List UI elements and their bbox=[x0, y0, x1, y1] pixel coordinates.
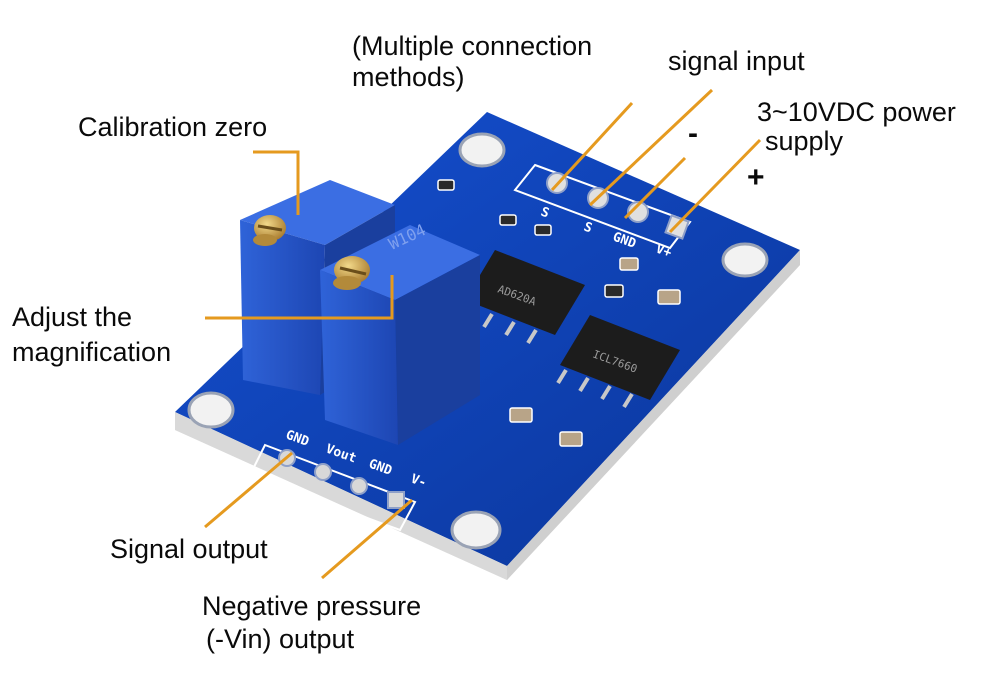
pcb-board bbox=[175, 112, 800, 580]
negative-line2: (-Vin) output bbox=[206, 624, 355, 654]
multiple-connection-line1: (Multiple connection bbox=[352, 31, 593, 61]
adjust-line2: magnification bbox=[12, 337, 172, 367]
multiple-connection-line2: methods) bbox=[352, 62, 465, 92]
calibration-zero-label: Calibration zero bbox=[78, 112, 268, 142]
power-line2: supply bbox=[765, 126, 844, 156]
negative-pressure-label: Negative pressure (-Vin) output bbox=[202, 590, 421, 656]
mounting-holes bbox=[187, 132, 769, 550]
adjust-magnification-label: Adjust the magnification bbox=[12, 300, 171, 370]
leader-lines bbox=[204, 88, 762, 580]
svg-text:V-: V- bbox=[409, 472, 429, 491]
power-line1: 3~10VDC power bbox=[757, 97, 956, 127]
power-supply-label: 3~10VDC power supply bbox=[757, 98, 956, 156]
chip-icl7660: ICL7660 bbox=[556, 315, 680, 409]
chip-ad620: AD620A bbox=[460, 250, 585, 345]
minus-sign: - bbox=[688, 117, 698, 150]
multiple-connection-label: (Multiple connection methods) bbox=[352, 31, 592, 93]
svg-text:V+: V+ bbox=[654, 242, 674, 262]
signal-output-label: Signal output bbox=[110, 534, 268, 564]
negative-line1: Negative pressure bbox=[202, 591, 422, 621]
adjust-line1: Adjust the bbox=[12, 302, 133, 332]
gain-potentiometer[interactable]: W104 bbox=[320, 220, 480, 445]
smd-components bbox=[437, 179, 681, 447]
signal-input-label: signal input bbox=[668, 46, 805, 76]
plus-sign: + bbox=[747, 161, 765, 194]
